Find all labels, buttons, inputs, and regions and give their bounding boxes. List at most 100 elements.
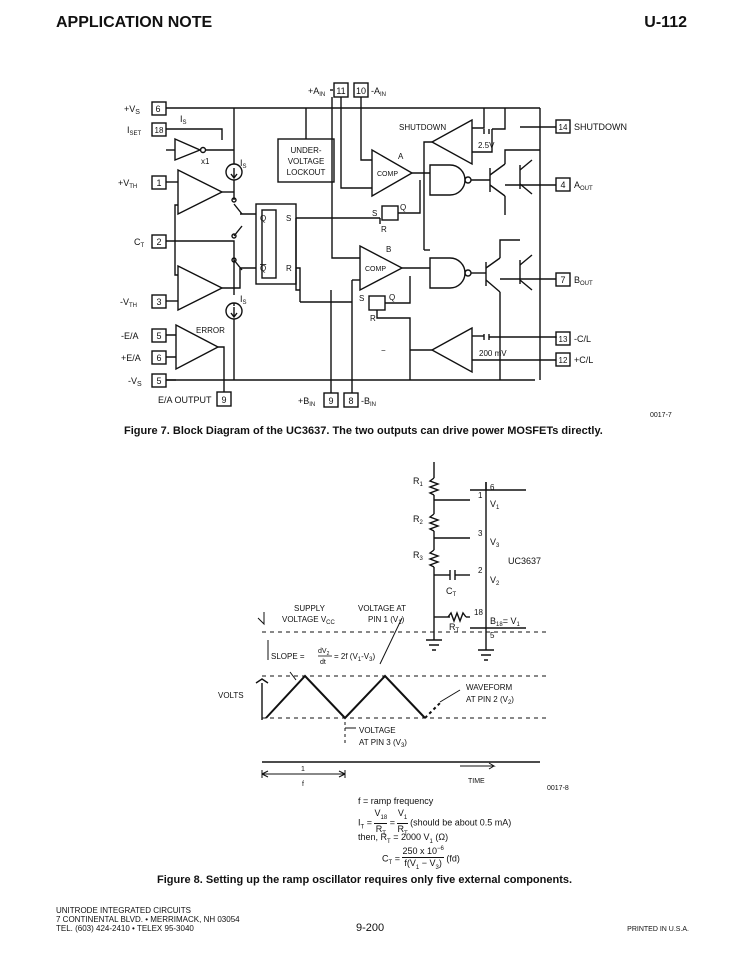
label-volts: VOLTS — [218, 691, 244, 700]
formula-ct: CT = 250 x 10−6 f(V1 − V3) (fd) — [382, 846, 460, 871]
label-f: f — [302, 781, 304, 788]
label-shutdown-out: SHUTDOWN — [574, 122, 627, 132]
pin-8: 8 — [348, 396, 353, 406]
label-latch-a-q: Q — [400, 203, 406, 212]
label-vth-minus: -VTH — [120, 297, 137, 309]
footer-address-line3: TEL. (603) 424-2410 • TELEX 95-3040 — [56, 924, 194, 933]
label-ea-plus: +E/A — [121, 353, 141, 363]
label-ain-plus: +AIN — [308, 86, 325, 98]
label-slope-num: dV2 — [318, 648, 330, 657]
label-slope-den: dt — [320, 659, 326, 666]
figure8-caption: Figure 8. Setting up the ramp oscillator… — [157, 874, 573, 886]
label-time: TIME — [468, 778, 485, 785]
label-ct: CT — [134, 237, 145, 249]
label-ct-ext: CT — [446, 586, 457, 598]
label-vat1-1: VOLTAGE AT — [358, 604, 406, 613]
pin-4: 4 — [560, 180, 565, 190]
pin-2: 2 — [156, 237, 161, 247]
page-number: 9-200 — [356, 922, 385, 934]
footer-address-line2: 7 CONTINENTAL BLVD. • MERRIMACK, NH 0305… — [56, 915, 240, 924]
header-title: APPLICATION NOTE — [56, 14, 213, 31]
label-x1: x1 — [201, 157, 210, 166]
label-is-top: IS — [180, 114, 187, 126]
label-2v5: 2.5V — [478, 141, 495, 150]
pin-box-13 — [555, 331, 571, 346]
pin-5b: 5 — [156, 376, 161, 386]
footer-printed: PRINTED IN U.S.A. — [627, 926, 689, 933]
label-bout: BOUT — [574, 275, 593, 287]
label-shutdown: SHUTDOWN — [399, 123, 446, 132]
label-vs-minus: -VS — [128, 376, 142, 388]
label-vat3-1: VOLTAGE — [359, 726, 396, 735]
label-comp-b: COMP — [365, 266, 386, 273]
label-waveform-2: AT PIN 2 (V2) — [466, 695, 514, 706]
label-uvlo-1: UNDER- — [290, 146, 321, 155]
pin-7: 7 — [560, 275, 565, 285]
figure8-id: 0017-8 — [547, 785, 569, 792]
label-pin3: 3 — [478, 529, 483, 538]
pin-9b: 9 — [328, 396, 333, 406]
pin-3: 3 — [156, 297, 161, 307]
pin-18: 18 — [155, 126, 164, 135]
label-cl-minus: -C/L — [574, 334, 591, 344]
label-bin-plus: +BIN — [298, 396, 315, 408]
label-slope: SLOPE = — [271, 652, 305, 661]
label-latch-b-r: R — [370, 314, 376, 323]
label-a: A — [398, 152, 404, 161]
label-ea-minus: -E/A — [121, 331, 139, 341]
label-latch-a-s: S — [372, 209, 377, 218]
pin-10: 10 — [356, 86, 366, 96]
label-is-mid: IS — [240, 158, 247, 170]
label-chip: UC3637 — [508, 556, 541, 566]
label-r1: R1 — [413, 476, 424, 488]
label-v2: V2 — [490, 575, 500, 587]
label-cl-plus: +C/L — [574, 355, 593, 365]
label-latch-b-s: S — [359, 294, 364, 303]
label-comp-minus: − — [381, 346, 386, 355]
label-slope-rest: = 2f (V1-V3) — [334, 652, 375, 663]
figure7-id: 0017-7 — [650, 412, 672, 419]
label-comp-a: COMP — [377, 171, 398, 178]
label-b: B — [386, 245, 391, 254]
label-v1: V1 — [490, 499, 500, 511]
label-200mv: 200 mV — [479, 349, 507, 358]
label-iset: ISET — [127, 125, 142, 137]
pin-6b: 6 — [156, 353, 161, 363]
label-rt: RT — [449, 622, 460, 634]
label-supply-1: SUPPLY — [294, 604, 326, 613]
label-pin18: 18 — [474, 608, 483, 617]
footer-address: UNITRODE INTEGRATED CIRCUITS 7 CONTINENT… — [56, 906, 240, 933]
label-latch-b-q: Q — [389, 293, 395, 302]
label-is-bottom: IS — [240, 294, 247, 306]
label-vs-plus: +VS — [124, 104, 140, 116]
label-error: ERROR — [196, 326, 225, 335]
label-supply-2: VOLTAGE VCC — [282, 615, 336, 626]
label-one: 1 — [301, 766, 305, 773]
pin-12: 12 — [559, 356, 568, 365]
label-pin5: 5 — [490, 631, 495, 640]
label-ain-minus: -AIN — [371, 86, 386, 98]
label-ea-output: E/A OUTPUT — [158, 395, 212, 405]
label-pin6: 6 — [490, 483, 495, 492]
pin-box-8 — [343, 392, 359, 408]
label-uvlo-2: VOLTAGE — [288, 157, 325, 166]
label-latch-r: R — [286, 264, 292, 273]
label-uvlo-3: LOCKOUT — [287, 168, 326, 177]
label-latch-q: Q — [260, 214, 266, 223]
pin-9e: 9 — [221, 395, 226, 405]
pin-11: 11 — [336, 86, 345, 96]
pin-13: 13 — [559, 335, 568, 344]
label-r2: R2 — [413, 514, 424, 526]
footer-address-line1: UNITRODE INTEGRATED CIRCUITS — [56, 906, 191, 915]
label-latch-a-r: R — [381, 225, 387, 234]
label-pin2: 2 — [478, 566, 483, 575]
label-latch-s: S — [286, 214, 291, 223]
label-vat1-2: PIN 1 (V1) — [368, 615, 405, 626]
label-bin-minus: -BIN — [361, 396, 376, 408]
label-latch-qbar: Q — [260, 264, 266, 273]
header-doc-number: U-112 — [644, 14, 687, 31]
pin-1: 1 — [156, 178, 161, 188]
pin-6: 6 — [155, 104, 160, 114]
label-waveform-1: WAVEFORM — [466, 683, 513, 692]
